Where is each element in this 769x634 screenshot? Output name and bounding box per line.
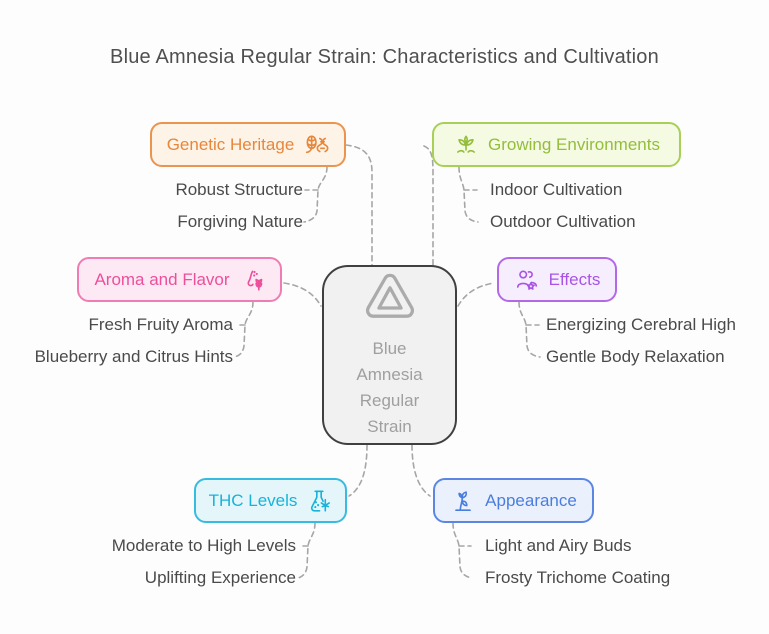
branch-genetic-heritage: Genetic Heritage xyxy=(150,122,346,167)
person-star-icon xyxy=(514,267,540,293)
leaf-outdoor-cultivation: Outdoor Cultivation xyxy=(490,212,636,231)
branch-label: THC Levels xyxy=(208,490,298,510)
page-title: Blue Amnesia Regular Strain: Characteris… xyxy=(110,46,659,68)
central-label-line: Regular xyxy=(359,390,420,410)
branch-aroma-and-flavor: Aroma and Flavor xyxy=(77,257,282,302)
leaf-moderate-to-high-levels: Moderate to High Levels xyxy=(111,536,296,555)
plant-bud-icon xyxy=(450,488,476,514)
branch-effects: Effects xyxy=(497,257,617,302)
branch-label: Appearance xyxy=(485,490,577,510)
leaf-blueberry-citrus-hints: Blueberry and Citrus Hints xyxy=(34,347,233,366)
leaf-frosty-trichome-coating: Frosty Trichome Coating xyxy=(485,568,671,587)
branch-thc-levels: THC Levels xyxy=(194,478,347,523)
leaf-uplifting-experience: Uplifting Experience xyxy=(144,568,296,587)
branch-label: Aroma and Flavor xyxy=(94,269,230,289)
corn-dna-icon xyxy=(303,132,329,158)
central-node: Blue Amnesia Regular Strain xyxy=(322,265,457,445)
branch-appearance: Appearance xyxy=(433,478,594,523)
leaf-gentle-body-relaxation: Gentle Body Relaxation xyxy=(546,347,725,366)
leaf-indoor-cultivation: Indoor Cultivation xyxy=(490,180,623,199)
central-label-line: Strain xyxy=(367,416,412,436)
triangle-logo-icon xyxy=(359,271,421,326)
leaf-fresh-fruity-aroma: Fresh Fruity Aroma xyxy=(88,315,233,334)
leaf-forgiving-nature: Forgiving Nature xyxy=(177,212,303,231)
leaf-light-and-airy-buds: Light and Airy Buds xyxy=(485,536,632,555)
nose-aroma-icon xyxy=(239,267,265,293)
leaf-robust-structure: Robust Structure xyxy=(175,180,303,199)
branch-label: Effects xyxy=(548,269,601,289)
central-label: Blue Amnesia Regular Strain xyxy=(340,336,440,440)
central-label-line: Blue xyxy=(372,338,407,358)
branch-label: Growing Environments xyxy=(488,134,660,154)
flask-leaf-icon xyxy=(306,488,332,514)
leaf-energizing-cerebral-high: Energizing Cerebral High xyxy=(546,315,736,334)
plant-sprout-icon xyxy=(453,132,479,158)
branch-label: Genetic Heritage xyxy=(166,134,295,154)
branch-growing-environments: Growing Environments xyxy=(432,122,681,167)
central-label-line: Amnesia xyxy=(356,364,423,384)
